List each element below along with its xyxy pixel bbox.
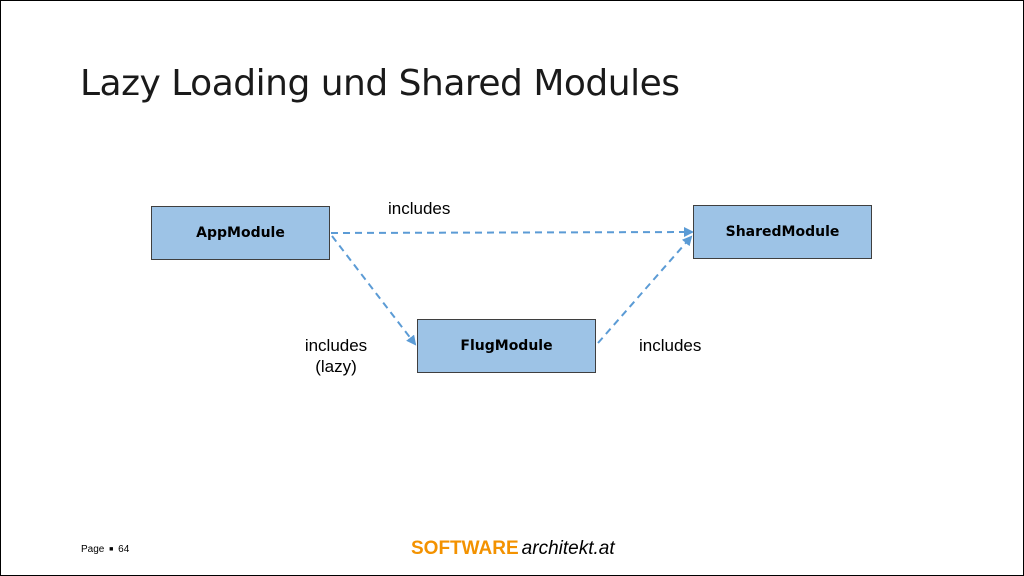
edge-label-app-shared: includes — [388, 199, 451, 218]
node-app-module: AppModule — [151, 206, 330, 260]
page-number: 64 — [118, 544, 130, 555]
brand-software: SOFTWARE — [411, 538, 519, 559]
arrow-app-to-flug — [331, 235, 417, 346]
footer-page-number: Page ■ 64 — [81, 544, 129, 555]
bullet-separator: ■ — [109, 545, 114, 553]
edge-label-app-flug-line1: includes — [304, 336, 368, 355]
node-shared-module: SharedModule — [693, 205, 872, 259]
edge-label-app-flug-line2: (lazy) — [315, 357, 357, 376]
arrow-flug-to-shared — [597, 235, 693, 344]
arrow-app-to-shared — [330, 227, 694, 238]
edge-label-app-flug: includes (lazy) — [291, 335, 381, 377]
brand-architekt: architekt.at — [521, 538, 615, 559]
edge-label-flug-shared: includes — [639, 336, 702, 355]
page-label: Page — [81, 544, 105, 555]
slide-title: Lazy Loading und Shared Modules — [80, 63, 680, 104]
node-flug-module: FlugModule — [417, 319, 596, 373]
